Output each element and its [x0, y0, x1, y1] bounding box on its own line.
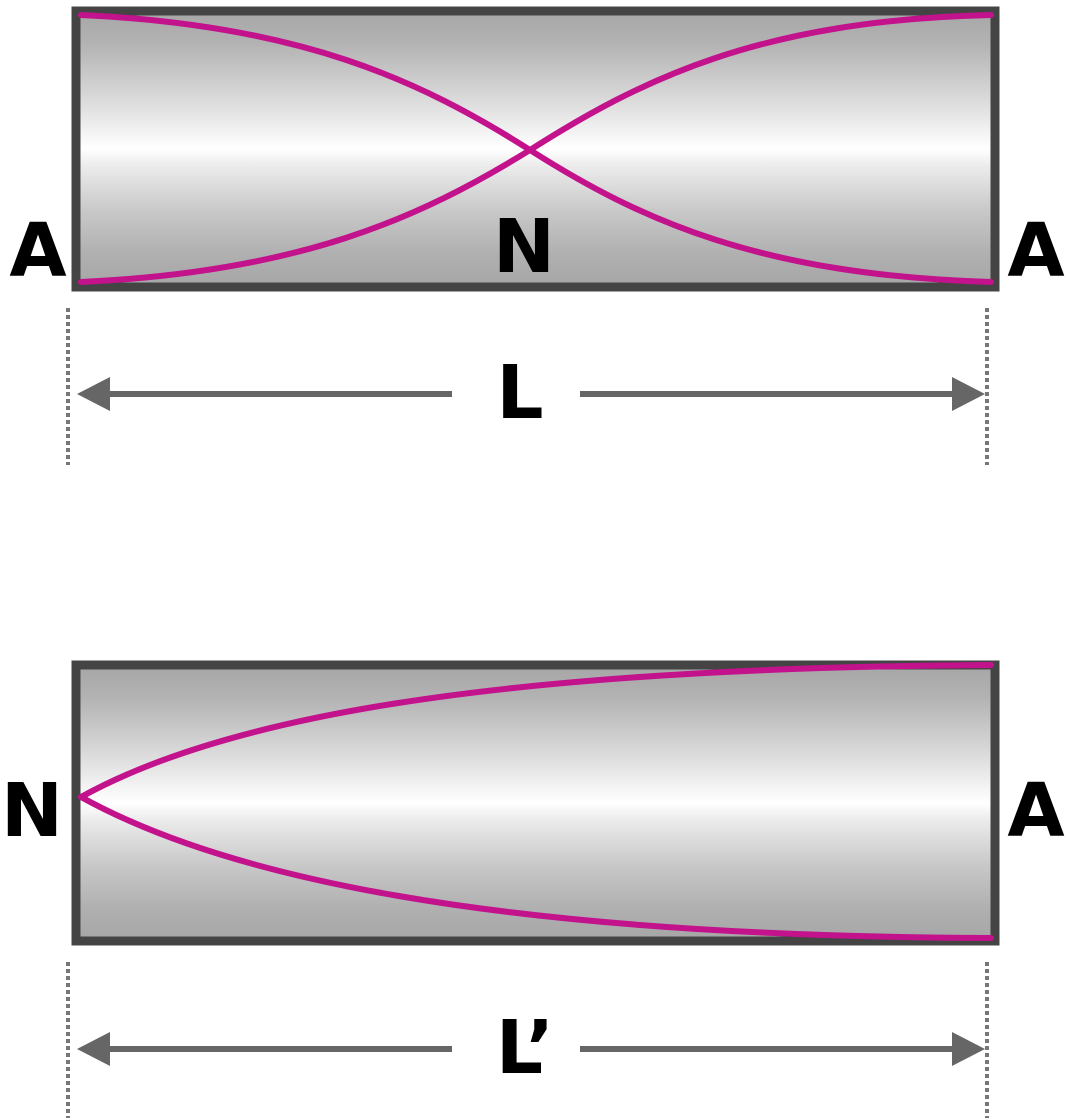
top-length-label: L [496, 350, 543, 436]
top-length-dimension: L [66, 308, 989, 465]
top-left-antinode-label: A [9, 208, 66, 294]
top-pipe-wave-rising [78, 12, 994, 285]
top-middle-node-label: N [493, 204, 555, 290]
bottom-length-label: L’ [496, 1005, 554, 1091]
top-left-arrowhead-icon [77, 377, 110, 411]
top-right-arrowhead-icon [952, 377, 985, 411]
bottom-pipe: N A [1, 660, 1065, 946]
bottom-pipe-wave-lower [78, 794, 994, 941]
bottom-left-arrowhead-icon [77, 1032, 110, 1066]
bottom-pipe-tube [76, 665, 995, 941]
bottom-left-node-label: N [1, 768, 63, 854]
top-pipe: A N A [9, 6, 1065, 294]
bottom-length-dimension: L’ [66, 962, 989, 1118]
top-pipe-border [71, 6, 1000, 292]
bottom-pipe-border [71, 660, 1000, 946]
bottom-right-arrowhead-icon [952, 1032, 985, 1066]
top-right-antinode-label: A [1007, 208, 1064, 294]
bottom-right-antinode-label: A [1007, 768, 1064, 854]
bottom-pipe-wave-upper [78, 662, 994, 800]
